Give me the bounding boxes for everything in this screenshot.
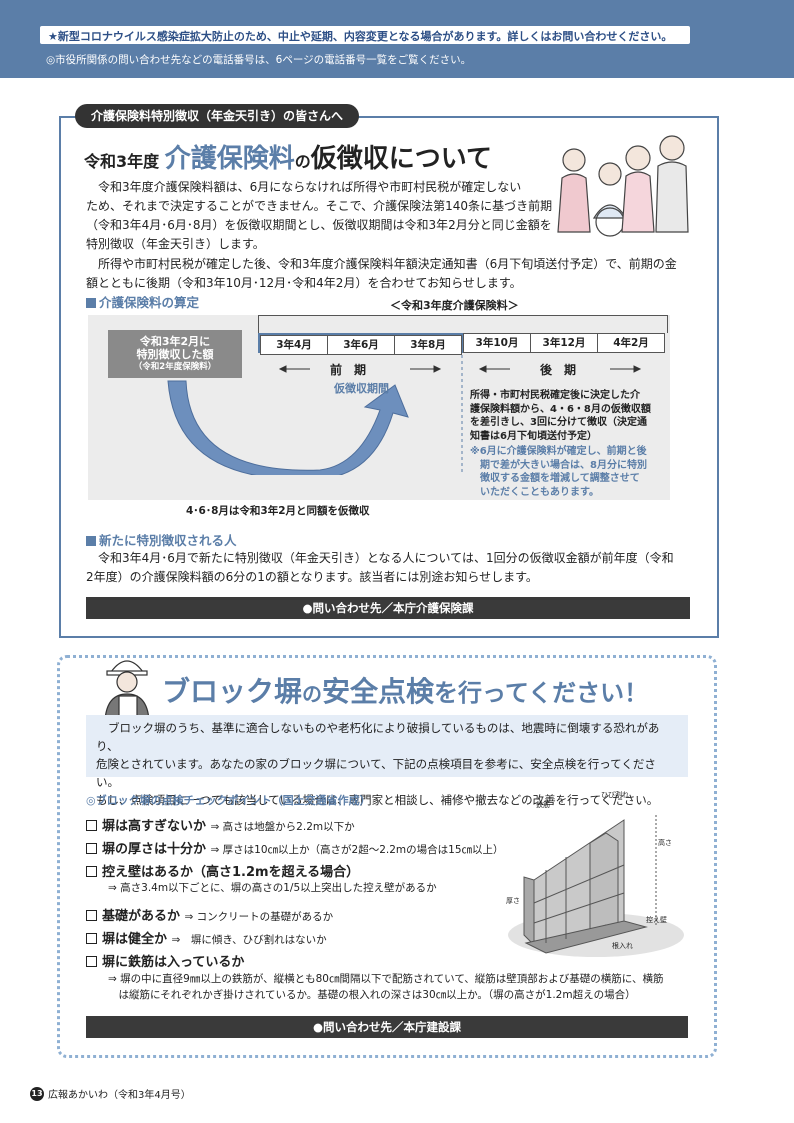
worker-illustration (104, 660, 150, 720)
later-period-note: 所得・市町村民税確定後に決定した介 護保険料額から、4・6・8月の仮徴収額 を差… (470, 390, 651, 442)
month-cell: 3年12月 (530, 333, 598, 353)
block-wall-section (57, 655, 717, 1058)
first-period-label: 前 期 (330, 363, 367, 377)
page-footer: 13 広報あかいわ（令和3年4月号） (30, 1086, 191, 1101)
care-contact-bar: ●問い合わせ先／本庁介護保険課 (86, 597, 690, 619)
check-item-thickness: 塀の厚さは十分か ⇒ 厚さは10㎝以上か（高さが2超～2.2mの場合は15㎝以上… (86, 838, 504, 857)
block-wall-title: ブロック塀の安全点検を行ってください！ (162, 675, 649, 708)
check-item-rebar: 塀に鉄筋は入っているか (86, 951, 244, 970)
intro-paragraph-1: 令和3年度介護保険料額は、6月にならなければ所得や市町村民税が確定しない ため、… (86, 180, 553, 251)
checkpoint-heading: ◎ブロック塀の点検チェックポイント（国土交通省作成） (86, 794, 371, 807)
calc-heading: 介護保険料の算定 (86, 292, 199, 311)
later-period-label: 後 期 (540, 363, 577, 377)
block-wall-diagram: ひび割れ 鉄筋 高さ 厚さ 控え壁 根入れ (506, 790, 684, 957)
buttress-detail: ⇒ 高さ3.4m以下ごとに、塀の高さの1/5以上突出した控え壁があるか (108, 882, 437, 894)
diagram-label-embed: 根入れ (612, 941, 633, 950)
table-bracket (258, 315, 668, 333)
later-period-months: 3年10月 3年12月 4年2月 (463, 333, 665, 353)
diagram-label-height: 高さ (658, 838, 672, 847)
phone-note: ◎市役所関係の問い合わせ先などの電話番号は、6ページの電話番号一覧をご覧ください… (46, 54, 472, 66)
check-item-soundness: 塀は健全か ⇒ 塀に傾き、ひび割れはないか (86, 928, 327, 947)
new-collection-paragraph: 令和3年4月･6月で新たに特別徴収（年金天引き）となる人については、1回分の仮徴… (86, 551, 674, 584)
month-cell: 3年8月 (394, 335, 462, 355)
table-title: ＜令和3年度介護保険料＞ (390, 299, 519, 312)
check-item-foundation: 基礎があるか ⇒ コンクリートの基礎があるか (86, 905, 333, 924)
publication-name: 広報あかいわ（令和3年4月号） (48, 1090, 191, 1101)
construction-contact-bar: ●問い合わせ先／本庁建設課 (86, 1016, 688, 1038)
first-period-months: 3年4月 3年6月 3年8月 (258, 333, 463, 355)
diagram-label-buttress: 控え壁 (646, 915, 667, 924)
check-item-height: 塀は高すぎないか ⇒ 高さは地盤から2.2m以下か (86, 815, 355, 834)
period-arrows (167, 355, 642, 475)
diagram-label-thickness: 厚さ (506, 897, 520, 905)
adjustment-note: ※6月に介護保険料が確定し、前期と後 期で差が大きい場合は、8月分に特別 徴収す… (470, 446, 647, 498)
covid-notice: ★新型コロナウイルス感染症拡大防止のため、中止や延期、内容変更となる場合がありま… (40, 26, 690, 44)
page-number: 13 (30, 1086, 44, 1101)
checkbox-icon (86, 843, 97, 854)
checkbox-icon (86, 820, 97, 831)
checkbox-icon (86, 866, 97, 877)
month-cell: 3年6月 (327, 335, 395, 355)
feb-amount-block: 令和3年2月に 特別徴収した額 （令和2年度保険料） (108, 330, 242, 378)
rebar-detail: ⇒ 塀の中に直径9㎜以上の鉄筋が、縦横とも80㎝間隔以下で配筋されていて、縦筋は… (108, 973, 664, 1001)
new-collection-heading: 新たに特別徴収される人 (86, 530, 237, 549)
diagram-label-rebar: 鉄筋 (536, 800, 550, 809)
elderly-people-illustration (557, 135, 689, 237)
check-item-buttress: 控え壁はあるか（高さ1.2mを超える場合） (86, 861, 359, 880)
same-amount-caption: 4･6･8月は令和3年2月と同額を仮徴収 (186, 505, 370, 517)
care-insurance-title: 令和3年度 介護保険料の仮徴収について (84, 144, 492, 174)
checkbox-icon (86, 910, 97, 921)
section-tab: 介護保険料特別徴収（年金天引き）の皆さんへ (75, 104, 360, 128)
month-cell: 4年2月 (597, 333, 665, 353)
month-cell: 3年10月 (463, 333, 531, 353)
provisional-period-label: 仮徴収期間 (334, 382, 389, 395)
block-wall-intro: ブロック塀のうち、基準に適合しないものや老朽化により破損しているものは、地震時に… (86, 715, 688, 807)
intro-paragraph-2: 所得や市町村民税が確定した後、令和3年度介護保険料年額決定通知書（6月下旬頃送付… (86, 257, 677, 290)
diagram-label-crack: ひび割れ (601, 790, 629, 799)
checkbox-icon (86, 933, 97, 944)
month-cell: 3年4月 (260, 335, 328, 355)
checkbox-icon (86, 956, 97, 967)
